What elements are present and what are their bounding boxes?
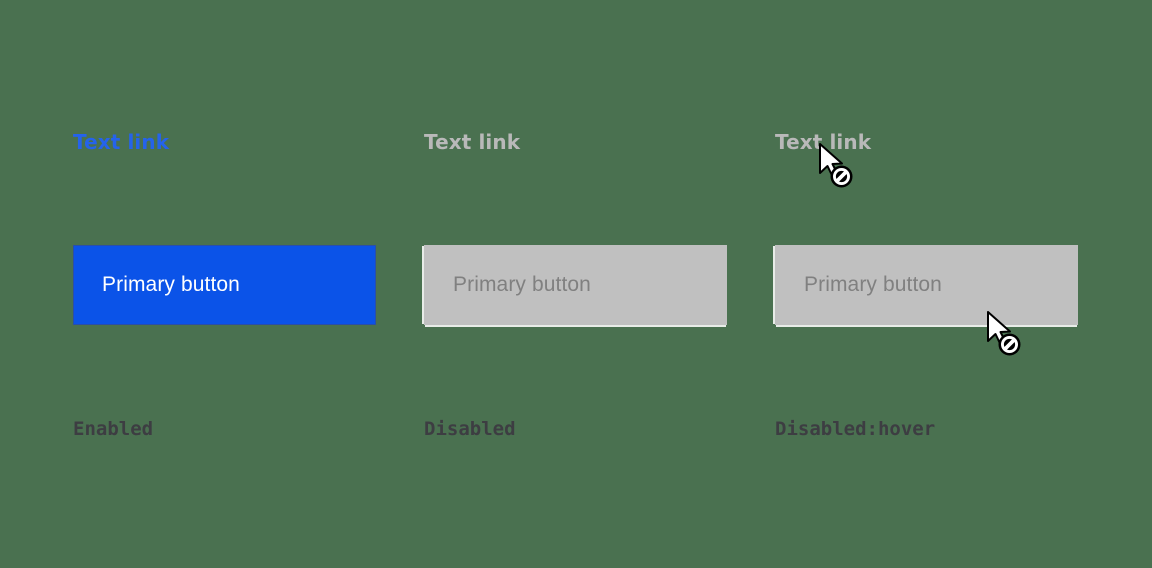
text-link-enabled[interactable]: Text link	[73, 130, 170, 154]
text-link-disabled-hover: Text link	[775, 130, 872, 154]
primary-button-disabled-hover-label: Primary button	[804, 273, 942, 296]
state-caption-disabled-hover: Disabled:hover	[775, 418, 936, 440]
primary-button-disabled-hover: Primary button	[775, 245, 1078, 325]
text-link-disabled: Text link	[424, 130, 521, 154]
primary-button-disabled-label: Primary button	[453, 273, 591, 296]
state-column-enabled: Text link Primary button Enabled	[73, 0, 403, 568]
state-caption-disabled: Disabled	[424, 418, 516, 440]
primary-button-enabled-label: Primary button	[102, 273, 240, 296]
primary-button-disabled: Primary button	[424, 245, 727, 325]
state-column-disabled: Text link Primary button Disabled	[424, 0, 754, 568]
state-caption-enabled: Enabled	[73, 418, 154, 440]
state-column-disabled-hover: Text link Primary button Disabled:hover	[775, 0, 1105, 568]
primary-button-enabled[interactable]: Primary button	[73, 245, 376, 325]
